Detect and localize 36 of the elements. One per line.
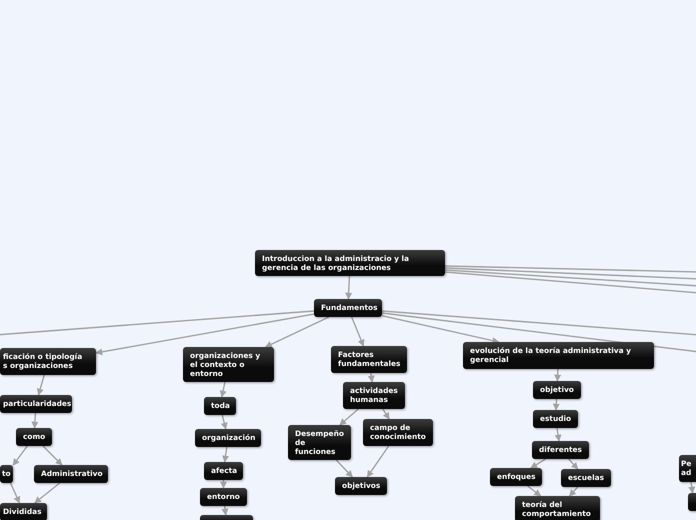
connector-line — [444, 269, 696, 287]
arrow — [222, 506, 228, 516]
arrow — [220, 382, 227, 398]
arrow — [339, 408, 359, 426]
arrow — [552, 398, 560, 411]
connector-line — [382, 310, 696, 336]
arrow — [366, 446, 390, 478]
arrow — [220, 480, 227, 489]
arrow — [12, 446, 28, 466]
arrow — [222, 446, 230, 463]
arrow — [264, 316, 330, 348]
arrow — [568, 458, 578, 470]
arrow — [42, 446, 62, 466]
arrow — [345, 276, 352, 300]
connector-line — [444, 265, 696, 273]
arrow — [10, 482, 20, 504]
arrow — [220, 414, 228, 430]
arrow — [31, 412, 38, 429]
arrow — [351, 316, 364, 347]
arrow — [336, 460, 353, 478]
connector-line — [382, 312, 696, 353]
arrow — [554, 428, 562, 442]
connector-line — [444, 271, 696, 294]
connector-line — [444, 267, 696, 280]
arrow — [382, 408, 390, 420]
arrow — [530, 458, 546, 469]
arrow — [34, 482, 60, 504]
arrow — [36, 374, 45, 396]
arrow — [568, 486, 578, 497]
arrow — [554, 368, 562, 382]
arrow — [527, 485, 542, 497]
arrow — [368, 372, 375, 383]
arrow — [95, 313, 314, 356]
connector-line — [0, 310, 314, 336]
arrow — [382, 314, 500, 344]
arrow — [688, 482, 696, 494]
